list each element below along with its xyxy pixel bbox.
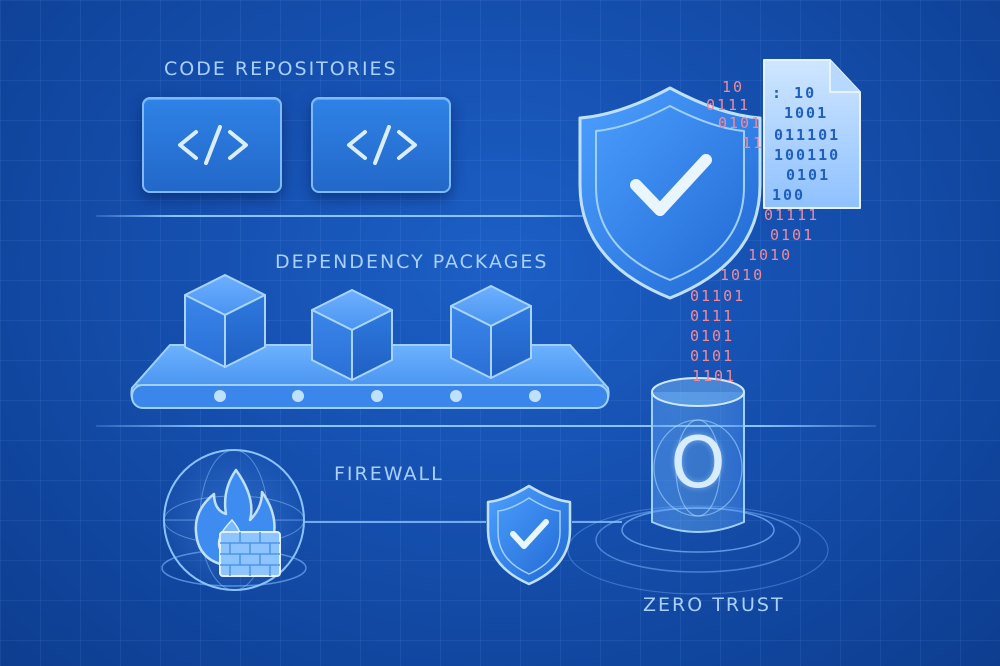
binary-stream-line: 01101 xyxy=(690,287,746,305)
binary-stream-line: 10 xyxy=(722,78,745,96)
binary-stream-line: 0101 xyxy=(690,347,735,365)
binary-stream-line: 0101 xyxy=(718,114,763,132)
document-binary-line: 100110 xyxy=(774,146,841,164)
cube-icon xyxy=(184,274,266,368)
document-binary-line: 0101 xyxy=(786,166,831,184)
label-code-repositories: CODE REPOSITORIES xyxy=(164,58,398,80)
binary-stream-line: 01111 xyxy=(764,206,820,224)
binary-stream-line: 1101 xyxy=(692,367,737,385)
binary-stream-line: 0101 xyxy=(770,226,815,244)
binary-stream-line: 1010 xyxy=(748,246,793,264)
document-binary-line: 100 xyxy=(772,186,806,204)
document-binary-line: 1001 xyxy=(784,104,829,122)
binary-stream-line: 1010 xyxy=(720,266,765,284)
database-cylinder-icon xyxy=(567,377,829,595)
cube-icon xyxy=(450,285,532,379)
document-binary-line: : 10 xyxy=(772,84,817,102)
code-repository-card-1 xyxy=(142,97,282,193)
shield-check-icon xyxy=(486,484,572,586)
code-icon xyxy=(178,125,248,165)
zero-trust-glyph: O xyxy=(670,422,726,504)
divider-top xyxy=(96,215,616,217)
label-firewall: FIREWALL xyxy=(334,463,444,485)
shield-check-icon xyxy=(578,86,762,300)
code-icon xyxy=(347,125,417,165)
binary-stream-line: 11 xyxy=(742,134,765,152)
binary-stream-line: 0101 xyxy=(690,327,735,345)
binary-stream-line: 0111 xyxy=(690,307,735,325)
label-zero-trust: ZERO TRUST xyxy=(643,594,785,616)
code-repository-card-2 xyxy=(311,97,451,193)
document-binary-line: 011101 xyxy=(774,126,841,144)
label-dependency-packages: DEPENDENCY PACKAGES xyxy=(275,251,549,273)
binary-stream-line: 0111 xyxy=(706,96,751,114)
document-icon xyxy=(763,59,861,209)
divider-middle xyxy=(96,425,876,427)
cube-icon xyxy=(311,289,393,381)
brick-wall-icon xyxy=(219,531,281,577)
